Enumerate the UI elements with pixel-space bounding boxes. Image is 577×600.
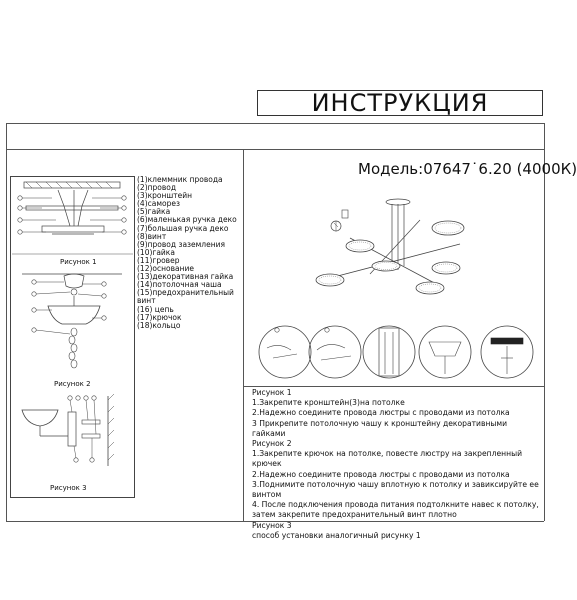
instruction-line: способ установки аналогичный рисунку 1: [252, 530, 421, 540]
parts-list-item: (7)большая ручка деко: [137, 223, 229, 233]
parts-list-item: (18)кольцо: [137, 320, 181, 330]
figure-1-drawing: [12, 181, 133, 255]
instructions-rule: [243, 386, 544, 387]
parts-list-item: (12)основание: [137, 264, 195, 274]
instruction-line: 2.Надежно соедините провода люстры с про…: [252, 408, 510, 418]
figure-2-caption: Рисунок 2: [54, 380, 91, 388]
parts-list-item: (1)клеммник провода: [137, 175, 223, 184]
bottom-rule: [6, 521, 544, 522]
detail-circles: [258, 325, 534, 379]
column-divider: [243, 149, 244, 521]
instruction-line: 4. После подключения провода питания под…: [252, 500, 539, 520]
parts-list-item: (4)саморез: [137, 199, 180, 209]
parts-list-item: (15)предохранительный: [137, 288, 234, 298]
instruction-line: Рисунок 3: [252, 520, 292, 530]
top-rule: [6, 123, 544, 124]
figure-2-drawing: [22, 273, 122, 369]
parts-list-item: (5)гайка: [137, 207, 171, 217]
left-border: [6, 123, 7, 521]
instruction-line: 2.Надежно соедините провода люстры с про…: [252, 469, 510, 479]
figure-3-caption: Рисунок 3: [50, 484, 87, 492]
section-rule: [6, 149, 544, 150]
model-label: Модель:07647˙6.20 (4000К): [358, 160, 577, 178]
instruction-line: Рисунок 1: [252, 388, 292, 397]
title-box: ИНСТРУКЦИЯ: [257, 89, 543, 117]
figures-panel: [10, 176, 135, 498]
parts-list-item: (2)провод: [137, 183, 177, 193]
figure-3-drawing: [21, 393, 115, 466]
chandelier-illustration: [315, 198, 465, 295]
instruction-line: 3.Поднимите потолочную чашу вплотную к п…: [252, 479, 539, 500]
page-title: ИНСТРУКЦИЯ: [311, 89, 489, 117]
right-border: [544, 123, 545, 521]
figure-1-caption: Рисунок 1: [60, 258, 97, 266]
parts-list-item: (8)винт: [137, 231, 167, 241]
instruction-line: 1.Закрепите крючок на потолке, повесте л…: [252, 449, 523, 469]
parts-list-item: (16) цепь: [137, 304, 174, 314]
instructions-block: Рисунок 1 1.Закрепите кронштейн(3)на пот…: [252, 388, 542, 541]
parts-list-item: (13)декоративная гайка: [137, 272, 234, 282]
parts-list-item: винт: [137, 296, 156, 306]
parts-list-item: (11)гровер: [137, 255, 180, 265]
parts-list-item: (3)кронштейн: [137, 191, 193, 201]
parts-list: (1)клеммник провода (2)провод (3)кронште…: [137, 175, 237, 330]
parts-list-item: (14)потолочная чаша: [137, 280, 222, 290]
parts-list-item: (17)крючок: [137, 312, 182, 322]
parts-list-item: (6)маленькая ручка деко: [137, 215, 237, 225]
parts-list-item: (10)гайка: [137, 247, 175, 257]
instruction-line: Рисунок 2: [252, 439, 292, 449]
parts-list-item: (9)провод заземления: [137, 239, 225, 249]
instruction-line: 1.Закрепите кронштейн(3)на потолке: [252, 398, 405, 408]
instruction-line: 3 Прикрепите потолочную чашу к кронштейн…: [252, 418, 508, 438]
